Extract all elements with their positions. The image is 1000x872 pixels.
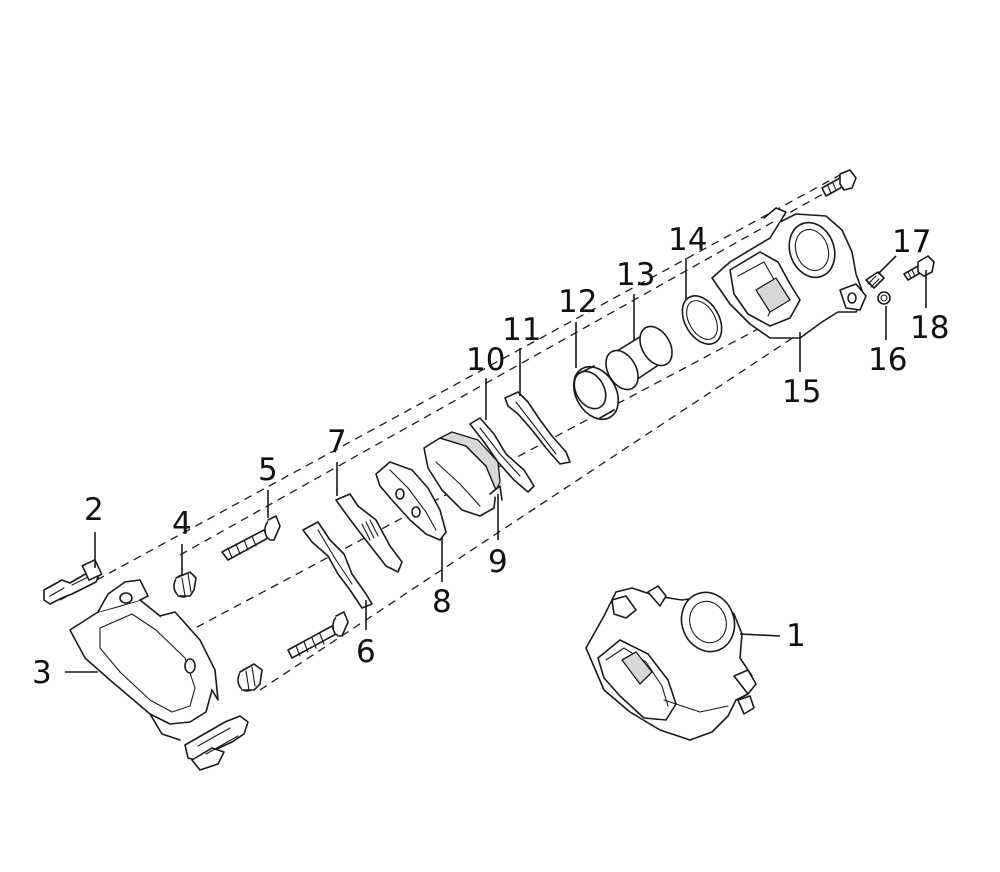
pad-spring-inner-drawing bbox=[335, 493, 403, 573]
callout-11: 11 bbox=[502, 312, 541, 348]
guide-pin-upper bbox=[221, 515, 281, 561]
piston-dust-seal-drawing bbox=[572, 365, 620, 421]
guide-pin-boot-upper bbox=[173, 571, 197, 598]
anti-rattle-clip-drawing bbox=[504, 391, 571, 465]
bleeder-cap-drawing bbox=[877, 291, 891, 305]
piston-drawing bbox=[605, 325, 673, 391]
callout-7: 7 bbox=[327, 424, 347, 460]
piston-seal-drawing bbox=[681, 295, 723, 345]
anti-rattle-spring-drawing bbox=[469, 417, 535, 493]
callout-leaders bbox=[65, 255, 927, 673]
callout-labels: 1 2 3 4 5 6 7 8 9 10 11 12 13 14 15 16 1… bbox=[32, 222, 949, 691]
callout-9: 9 bbox=[488, 544, 508, 580]
pad-clip-small-drawing bbox=[43, 558, 103, 605]
brake-pad-outer-drawing bbox=[375, 461, 447, 541]
callout-12: 12 bbox=[558, 284, 597, 320]
caliper-bracket-drawing bbox=[69, 579, 219, 741]
callout-16: 16 bbox=[868, 342, 907, 378]
callout-15: 15 bbox=[782, 374, 821, 410]
bleeder-screw-drawing bbox=[865, 271, 885, 289]
pad-spring-outer-drawing bbox=[302, 521, 373, 609]
guide-pin-lower bbox=[287, 611, 349, 659]
caliper-housing-drawing bbox=[711, 207, 867, 339]
caliper-bolt-top-drawing bbox=[821, 169, 857, 197]
callout-1: 1 bbox=[786, 618, 806, 654]
callout-5: 5 bbox=[258, 452, 278, 488]
brake-pad-inner-drawing bbox=[423, 431, 503, 517]
assembly-axis-lines bbox=[59, 174, 851, 691]
caliper-bolt-drawing bbox=[903, 255, 935, 281]
callout-3: 3 bbox=[32, 655, 52, 691]
callout-2: 2 bbox=[84, 492, 104, 528]
callout-14: 14 bbox=[668, 222, 707, 258]
pad-clip-lower-drawing bbox=[184, 715, 249, 771]
callout-18: 18 bbox=[910, 310, 949, 346]
callout-6: 6 bbox=[356, 634, 376, 670]
guide-pin-boot-lower bbox=[237, 663, 263, 692]
callout-13: 13 bbox=[616, 257, 655, 293]
callout-10: 10 bbox=[466, 342, 505, 378]
callout-4: 4 bbox=[172, 506, 192, 542]
caliper-assembly-drawing bbox=[585, 585, 757, 741]
callout-17: 17 bbox=[892, 224, 931, 260]
callout-8: 8 bbox=[432, 584, 452, 620]
